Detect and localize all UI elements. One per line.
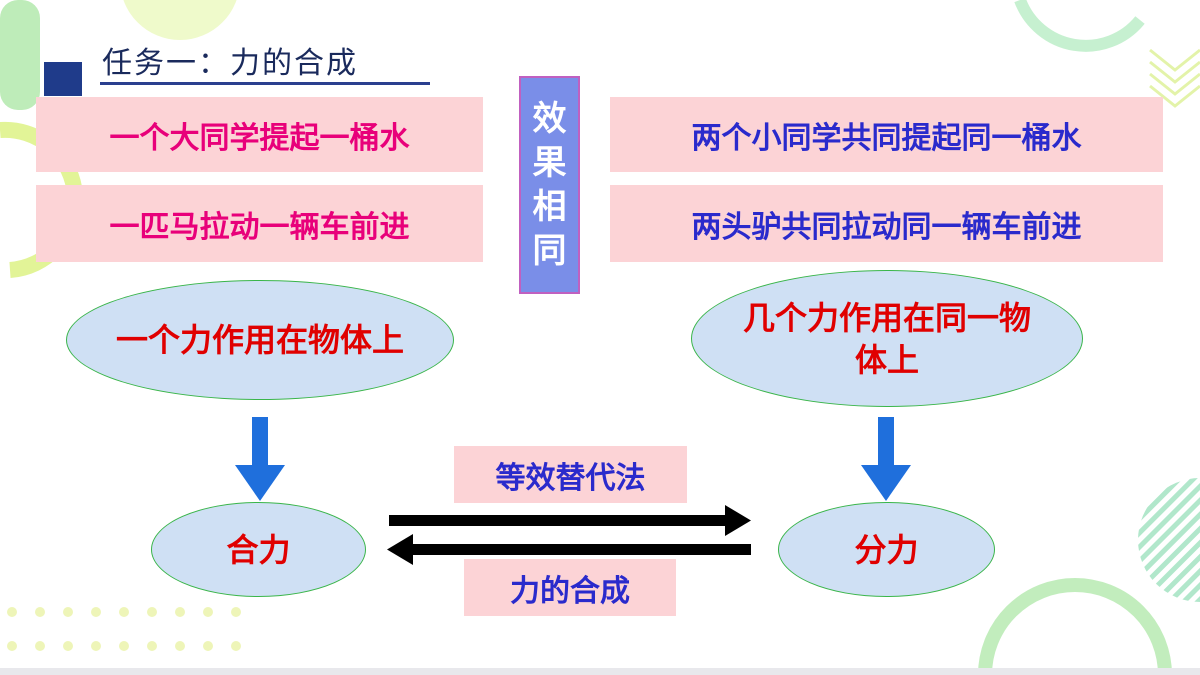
component-force-node: 分力 [778,502,995,597]
single-force-ellipse: 一个力作用在物体上 [66,280,454,400]
double-arrow-icon [387,505,751,565]
title-underline [100,82,430,85]
equivalent-substitution-label: 等效替代法 [454,446,687,503]
same-effect-char-3: 相 [532,187,567,227]
same-effect-char-1: 效 [532,99,567,139]
multiple-force-example-2: 两头驴共同拉动同一辆车前进 [610,185,1163,262]
single-force-example-1: 一个大同学提起一桶水 [36,97,483,172]
multiple-force-line-1: 几个力作用在同一物 [742,298,1031,337]
single-force-example-2: 一匹马拉动一辆车前进 [36,185,483,262]
same-effect-char-4: 同 [532,231,567,271]
resultant-force-node: 合力 [151,502,366,597]
slide-title: 任务一：力的合成 [102,46,358,81]
down-arrow-right-icon [861,417,911,501]
force-composition-label: 力的合成 [464,559,676,616]
footer-bar [0,668,1200,675]
slide-title-block: 任务一：力的合成 [44,38,430,98]
multiple-force-ellipse: 几个力作用在同一物 体上 [691,270,1083,407]
title-square-marker [44,62,82,96]
multiple-force-example-1: 两个小同学共同提起同一桶水 [610,97,1163,172]
down-arrow-left-icon [235,417,285,501]
same-effect-char-2: 果 [532,143,567,183]
multiple-force-line-2: 体上 [854,340,919,379]
same-effect-label: 效 果 相 同 [519,76,580,294]
